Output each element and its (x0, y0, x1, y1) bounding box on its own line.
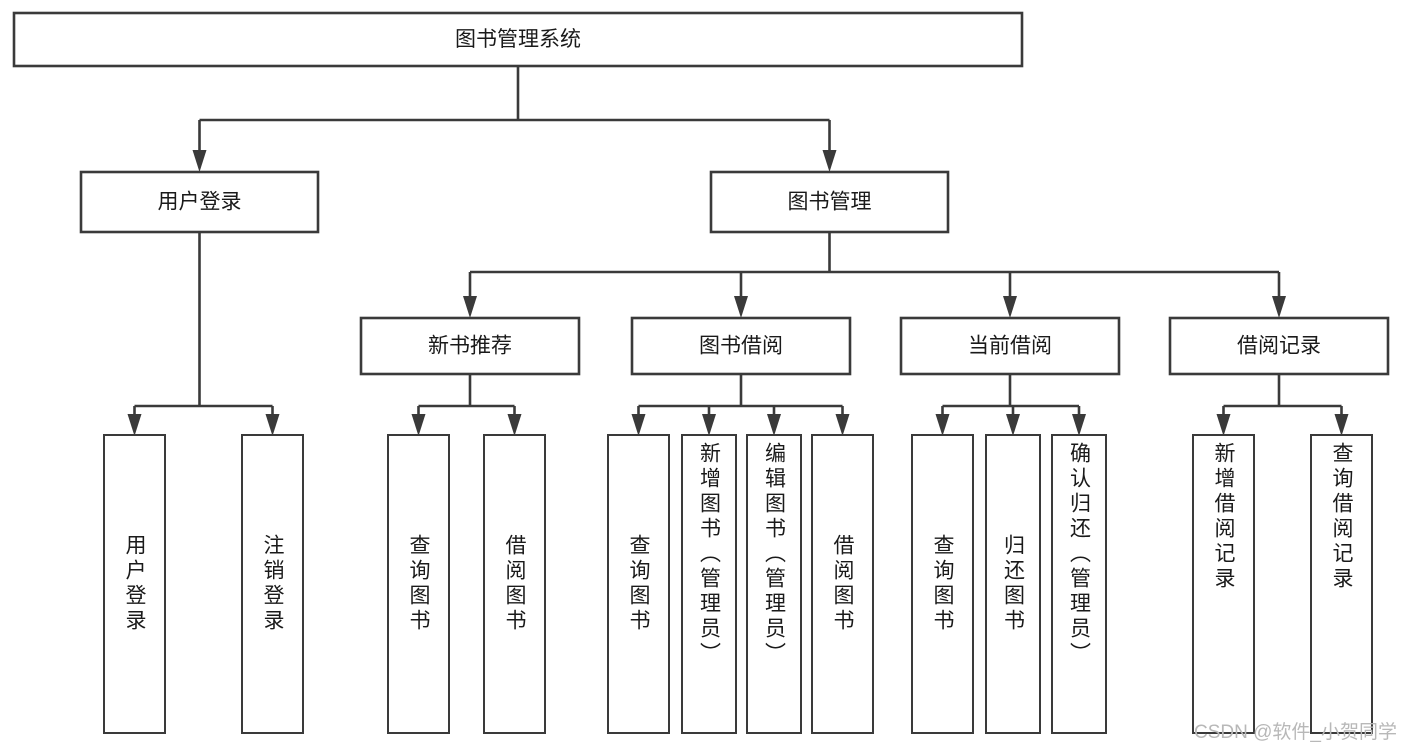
arrow-head-icon-leaf-12 (1334, 414, 1349, 436)
arrow-head-icon-leaf-3 (507, 414, 522, 436)
node-root[interactable] (12, 11, 1024, 68)
arrow-head-icon-level3-0 (463, 296, 477, 318)
arrow-head-icon-leaf-8 (935, 414, 950, 436)
leaf-node-0[interactable]: 用户登录 (103, 434, 166, 734)
arrow-head-icon-leaf-9 (1006, 414, 1020, 436)
csdn-watermark: CSDN @软件_小贺同学 (1194, 722, 1397, 743)
leaf-node-label-2: 查询图书 (407, 534, 430, 634)
arrow-head-icon-leaf-7 (835, 414, 850, 436)
arrow-head-icon-level3-3 (1272, 296, 1286, 318)
leaf-node-label-5: 新增图书（管理员） (697, 442, 721, 667)
leaf-node-label-12: 查询借阅记录 (1330, 442, 1353, 592)
node-level3-1-label: 图书借阅 (699, 335, 783, 358)
leaf-node-10[interactable]: 确认归还（管理员） (1051, 434, 1107, 734)
arrow-head-icon-leaf-0 (127, 414, 142, 436)
leaf-node-9[interactable]: 归还图书 (985, 434, 1041, 734)
node-level3-0[interactable] (359, 316, 581, 376)
arrow-head-icon-level3-1 (734, 296, 748, 318)
arrow-head-icon-level3-2 (1003, 296, 1017, 318)
leaf-node-2[interactable]: 查询图书 (387, 434, 450, 734)
leaf-node-label-3: 借阅图书 (503, 534, 526, 634)
leaf-node-label-0: 用户登录 (123, 534, 146, 634)
leaf-node-6[interactable]: 编辑图书（管理员） (746, 434, 802, 734)
leaf-node-1[interactable]: 注销登录 (241, 434, 304, 734)
node-level3-3[interactable] (1168, 316, 1390, 376)
arrow-head-icon-leaf-2 (411, 414, 426, 436)
node-level3-0-label: 新书推荐 (428, 335, 512, 358)
node-level3-2-label: 当前借阅 (968, 335, 1052, 358)
leaf-node-5[interactable]: 新增图书（管理员） (681, 434, 737, 734)
leaf-node-label-9: 归还图书 (1001, 534, 1025, 634)
arrow-head-icon-leaf-1 (265, 414, 280, 436)
arrow-head-icon-level2-1 (822, 150, 837, 172)
leaf-node-label-6: 编辑图书（管理员） (762, 442, 786, 667)
node-root-label: 图书管理系统 (455, 28, 581, 51)
arrow-head-icon-leaf-11 (1216, 414, 1231, 436)
node-level2-1-label: 图书管理 (788, 191, 872, 214)
leaf-node-label-1: 注销登录 (261, 534, 284, 634)
leaf-node-11[interactable]: 新增借阅记录 (1192, 434, 1255, 734)
node-level2-1[interactable] (709, 170, 950, 234)
node-level2-0[interactable] (79, 170, 320, 234)
node-level3-1[interactable] (630, 316, 852, 376)
leaf-node-12[interactable]: 查询借阅记录 (1310, 434, 1373, 734)
node-level2-0-label: 用户登录 (158, 191, 242, 214)
node-level3-2[interactable] (899, 316, 1121, 376)
arrow-head-icon-leaf-6 (767, 414, 781, 436)
arrow-head-icon-leaf-4 (631, 414, 646, 436)
arrow-head-icon-leaf-10 (1072, 414, 1086, 436)
leaf-node-label-7: 借阅图书 (831, 534, 854, 634)
connector-layer (127, 66, 1349, 436)
arrow-head-icon-level2-0 (192, 150, 207, 172)
leaf-node-3[interactable]: 借阅图书 (483, 434, 546, 734)
leaf-node-label-11: 新增借阅记录 (1212, 442, 1235, 592)
box-layer (12, 11, 1390, 376)
leaf-node-8[interactable]: 查询图书 (911, 434, 974, 734)
leaf-node-4[interactable]: 查询图书 (607, 434, 670, 734)
node-level3-3-label: 借阅记录 (1237, 335, 1321, 358)
leaf-node-label-8: 查询图书 (931, 534, 954, 634)
leaf-node-7[interactable]: 借阅图书 (811, 434, 874, 734)
leaf-node-label-4: 查询图书 (627, 534, 650, 634)
leaf-node-label-10: 确认归还（管理员） (1067, 442, 1091, 667)
arrow-head-icon-leaf-5 (702, 414, 716, 436)
